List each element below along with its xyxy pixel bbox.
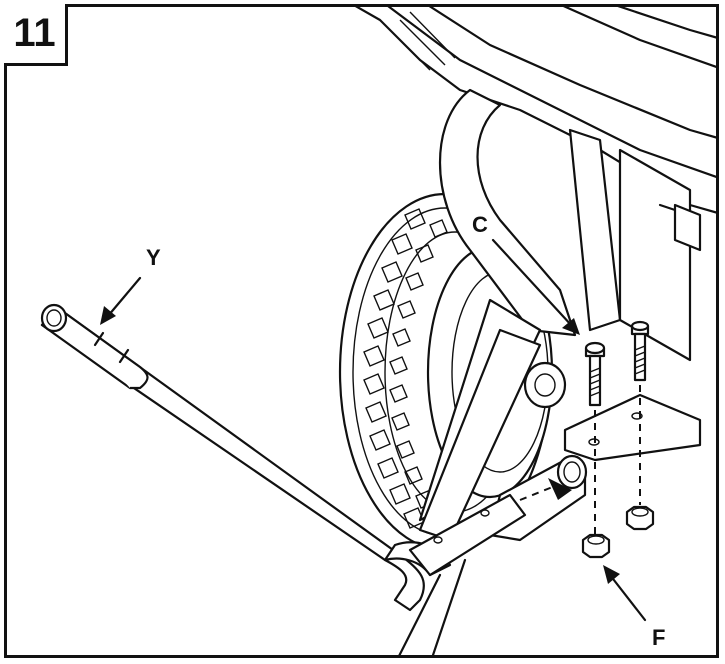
- label-c: C: [472, 212, 488, 237]
- bolt-c-left: [584, 341, 606, 407]
- handle-tube-y: [40, 303, 527, 655]
- label-y: Y: [146, 245, 161, 270]
- callout-arrow-f: [603, 565, 647, 622]
- frame-tube: [418, 88, 577, 542]
- nut-f-right: [625, 505, 655, 531]
- label-f: F: [652, 625, 665, 650]
- callout-arrow-c: [491, 238, 580, 335]
- tray-bracket: [568, 128, 702, 362]
- insert-arrowhead: [548, 478, 572, 500]
- nut-f-left: [581, 533, 611, 559]
- callout-arrow-y: [100, 276, 142, 325]
- alignment-line-hole: [519, 485, 556, 501]
- bolt-c-right: [630, 320, 650, 382]
- step-number: 11: [4, 4, 68, 66]
- mounting-plate: [563, 393, 702, 462]
